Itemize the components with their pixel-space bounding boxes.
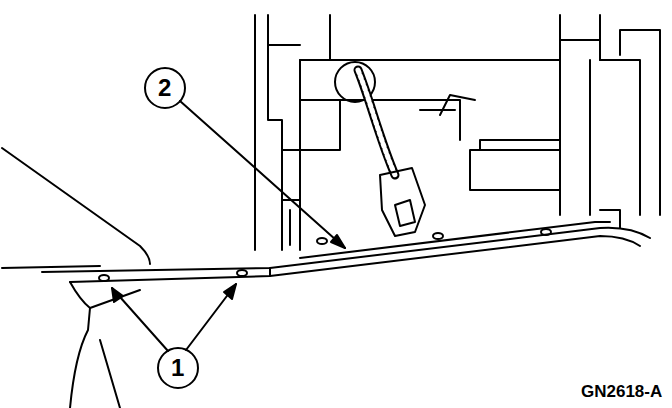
figure-code: GN2618-A — [581, 383, 662, 400]
callout-number: 2 — [158, 76, 171, 100]
callout-number: 1 — [171, 356, 184, 380]
